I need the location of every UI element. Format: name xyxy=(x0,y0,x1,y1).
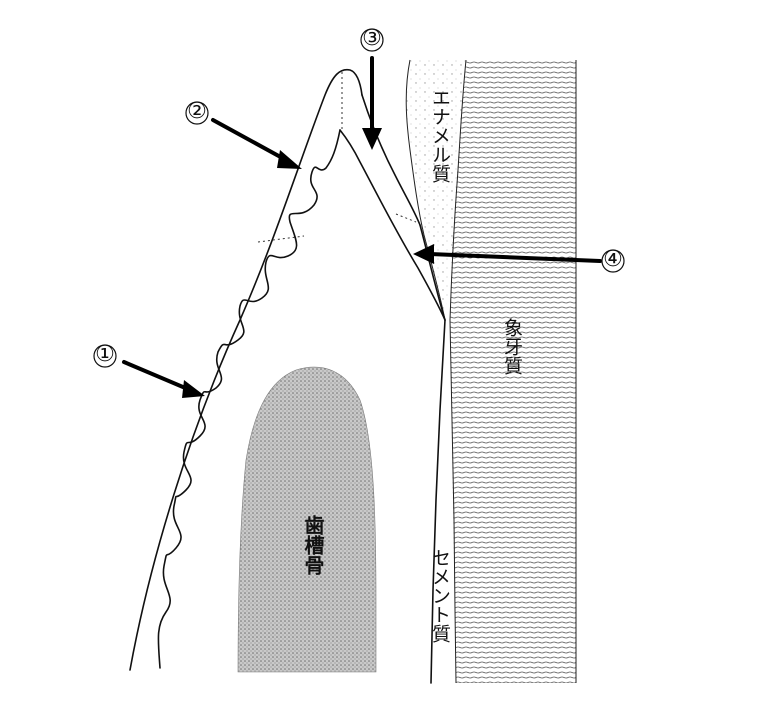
gingiva-outer-contour xyxy=(129,68,363,671)
marker-3: ③ xyxy=(360,26,384,52)
marker-4: ④ xyxy=(601,247,625,273)
arrow-marker-2 xyxy=(211,118,302,169)
svg-text:①: ① xyxy=(95,342,115,367)
root-surface-line xyxy=(430,319,446,684)
dentin-region xyxy=(450,60,576,683)
alveolar-bone-label: 歯槽骨 xyxy=(301,514,325,576)
arrow-marker-4 xyxy=(413,244,602,264)
cementum-label: セメント質 xyxy=(429,548,451,643)
marker-2: ② xyxy=(185,99,209,125)
dentin-label: 象牙質 xyxy=(501,318,523,375)
sulcular-epithelium xyxy=(361,94,421,226)
cementum-inner-line xyxy=(449,319,457,684)
enamel-outline xyxy=(405,59,446,321)
arrow-marker-3 xyxy=(362,56,382,150)
enamel-label: エナメル質 xyxy=(429,88,451,183)
svg-text:②: ② xyxy=(187,99,207,124)
alveolar-bone xyxy=(237,366,377,673)
dashed-line-right xyxy=(395,213,417,223)
junctional-epithelium xyxy=(419,224,446,321)
dashed-line-left xyxy=(257,235,305,243)
arrow-marker-1 xyxy=(122,360,205,398)
inner-crest-line xyxy=(339,129,446,321)
marker-1: ① xyxy=(93,342,117,368)
rete-peg-boundary xyxy=(157,129,341,669)
dentinoenamel-junction xyxy=(449,59,467,321)
svg-text:④: ④ xyxy=(603,247,623,272)
svg-text:③: ③ xyxy=(362,26,382,51)
